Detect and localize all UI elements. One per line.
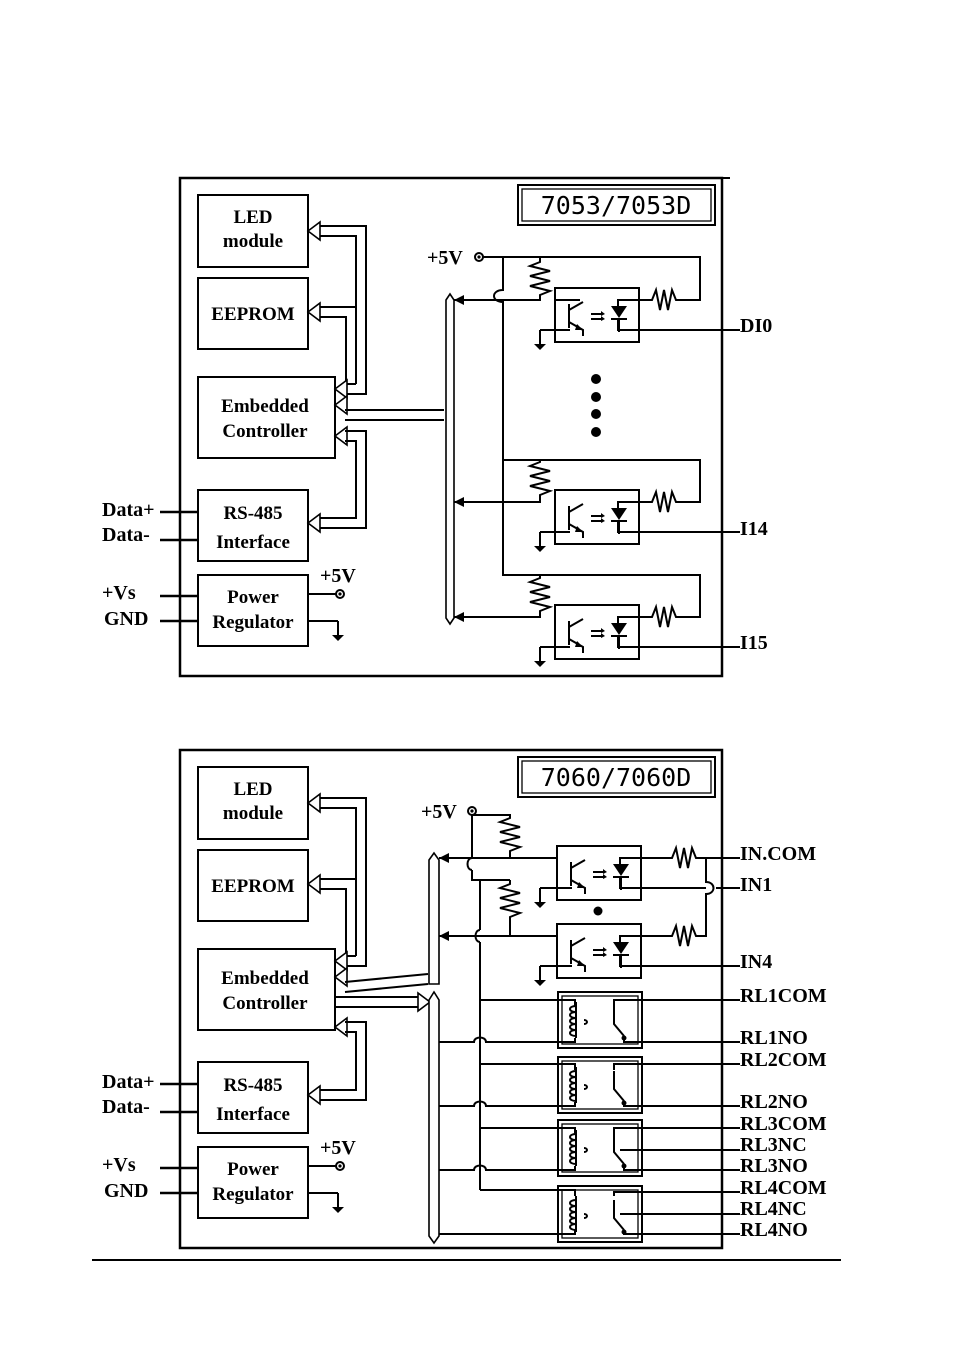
input-label: I14 xyxy=(740,518,768,540)
block-label: RS-485 xyxy=(223,503,282,524)
block-label: Embedded xyxy=(221,396,309,417)
block-label: Controller xyxy=(222,421,308,442)
supply-label: +5V xyxy=(421,801,457,823)
internal-bus xyxy=(306,220,444,534)
input-label: IN1 xyxy=(740,874,772,896)
supply-label: +5V xyxy=(320,1137,356,1159)
data-plus-label: Data+ xyxy=(102,499,155,521)
model-title-box xyxy=(517,756,716,798)
relay-label: RL3NO xyxy=(740,1155,808,1177)
block-label: RS-485 xyxy=(223,1075,282,1096)
data-plus-label: Data+ xyxy=(102,1071,155,1093)
led-module-block xyxy=(197,766,309,840)
input-label: I15 xyxy=(740,632,768,654)
block-label: LED xyxy=(233,207,272,228)
vs-label: +Vs xyxy=(102,1154,136,1176)
led-module-block xyxy=(197,194,309,268)
rs485-interface-block xyxy=(197,1061,309,1134)
eeprom-block xyxy=(197,277,309,350)
resistor xyxy=(454,256,554,301)
optocoupler xyxy=(554,287,640,343)
relay-label: RL4NO xyxy=(740,1219,808,1241)
supply-label: +5V xyxy=(320,565,356,587)
optocoupler xyxy=(554,604,640,660)
data-minus-label: Data- xyxy=(102,1096,150,1118)
gnd-label: GND xyxy=(104,608,148,630)
supply-label: +5V xyxy=(427,247,463,269)
relay-label: RL1NO xyxy=(740,1027,808,1049)
block-label: Interface xyxy=(216,532,290,553)
relay-label: RL1COM xyxy=(740,985,827,1007)
block-label: LED xyxy=(233,779,272,800)
block-label: module xyxy=(223,231,283,252)
rs485-interface-block xyxy=(197,489,309,562)
optocoupler xyxy=(556,923,642,979)
model-title: 7053/7053D xyxy=(541,191,692,220)
diagram-7060: 7060/7060D LED module EEPROM Embedded Co… xyxy=(102,748,827,1250)
optocoupler xyxy=(556,845,642,901)
model-title: 7060/7060D xyxy=(541,763,692,792)
block-label: EEPROM xyxy=(211,876,294,897)
relay-label: RL4COM xyxy=(740,1177,827,1199)
data-minus-label: Data- xyxy=(102,524,150,546)
block-label: Power xyxy=(227,587,279,608)
vertical-bus xyxy=(428,990,440,1245)
relay-label: RL2COM xyxy=(740,1049,827,1071)
block-label: EEPROM xyxy=(211,304,294,325)
block-label: Regulator xyxy=(212,1184,294,1205)
gnd-label: GND xyxy=(104,1180,148,1202)
embedded-controller-block xyxy=(197,376,336,459)
vertical-bus xyxy=(428,851,440,985)
relay-label: RL3COM xyxy=(740,1113,827,1135)
resistor xyxy=(454,575,554,618)
block-label: Interface xyxy=(216,1104,290,1125)
block-label: Power xyxy=(227,1159,279,1180)
relay-label: RL4NC xyxy=(740,1198,807,1220)
power-regulator-block xyxy=(197,1146,309,1219)
input-label: IN.COM xyxy=(740,843,816,865)
relay-label: RL3NC xyxy=(740,1134,807,1156)
relay-label: RL2NO xyxy=(740,1091,808,1113)
block-label: module xyxy=(223,803,283,824)
model-title-box xyxy=(517,184,716,226)
eeprom-block xyxy=(197,849,309,922)
block-label: Embedded xyxy=(221,968,309,989)
vs-label: +Vs xyxy=(102,582,136,604)
block-label: Controller xyxy=(222,993,308,1014)
input-label: IN4 xyxy=(740,951,772,973)
diagram-7053: 7053/7053D LED module EEPROM Embedded Co… xyxy=(102,176,772,678)
embedded-controller-block xyxy=(197,948,336,1031)
power-regulator-block xyxy=(197,574,309,647)
resistor xyxy=(454,460,554,503)
internal-bus xyxy=(306,792,432,1106)
vertical-bus xyxy=(445,292,455,626)
relay xyxy=(557,1056,643,1114)
input-label: DI0 xyxy=(740,315,772,337)
block-label: Regulator xyxy=(212,612,294,633)
optocoupler xyxy=(554,489,640,545)
